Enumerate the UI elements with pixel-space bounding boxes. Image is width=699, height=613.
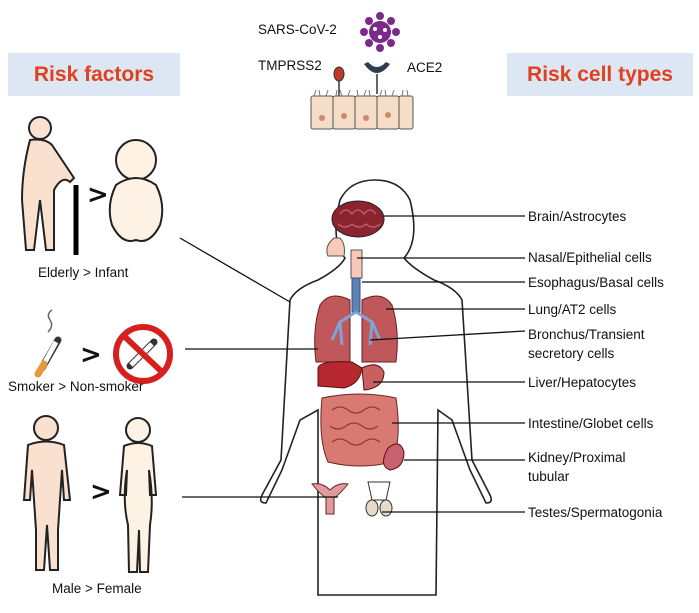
organ-label-liver: Liver/Hepatocytes [528,375,637,390]
epithelial-cells-icon [310,89,414,130]
left-connector-lines [179,237,338,498]
sars-cov-2-virus-icon [360,12,400,52]
elderly-person-icon [20,116,79,255]
organ-label-lung: Lung/AT2 cells [528,302,617,317]
uterus-icon [311,483,349,515]
organ-label-intestine: Intestine/Globet cells [528,416,654,431]
ace2-label: ACE2 [407,60,443,75]
organ-label-testes: Testes/Spermatogonia [528,505,663,520]
organ-label-esophagus: Esophagus/Basal cells [528,275,664,290]
organ-label-bronchus-line2: secretory cells [528,346,615,361]
right-connector-lines [357,215,526,513]
kidney-icon [383,443,405,471]
female-figure-icon [118,417,158,573]
human-body-outline [259,179,493,596]
organ-label-brain: Brain/Astrocytes [528,209,627,224]
trachea-icon [351,277,361,313]
esophagus-icon [350,249,363,279]
organ-label-nasal: Nasal/Epithelial cells [528,250,652,265]
liver-icon [317,361,385,391]
infant-icon [108,139,164,242]
risk-cell-types-title: Risk cell types [507,53,693,96]
smoker-nonsmoker-caption: Smoker > Non-smoker [8,379,144,394]
cigarette-icon [34,309,62,378]
tmprss2-receptor-icon [333,66,345,96]
male-figure-icon [22,415,72,571]
intestine-icon [320,393,399,467]
organ-label-kidney-line2: tubular [528,469,570,484]
organ-label-kidney-line1: Kidney/Proximal [528,450,626,465]
risk-factors-title: Risk factors [8,53,180,96]
male-greater-symbol: > [90,477,112,507]
male-female-caption: Male > Female [52,581,142,596]
elderly-infant-caption: Elderly > Infant [38,265,129,280]
organ-label-bronchus-line1: Bronchus/Transient [528,327,645,342]
ace2-receptor-icon [364,62,390,94]
smoker-greater-symbol: > [80,340,102,370]
elderly-greater-symbol: > [87,180,109,210]
nasal-icon [326,237,345,257]
virus-label: SARS-CoV-2 [258,22,337,37]
brain-icon [331,200,385,238]
lungs-icon [314,295,398,363]
tmprss2-label: TMPRSS2 [258,58,322,73]
no-smoking-icon [113,324,173,384]
